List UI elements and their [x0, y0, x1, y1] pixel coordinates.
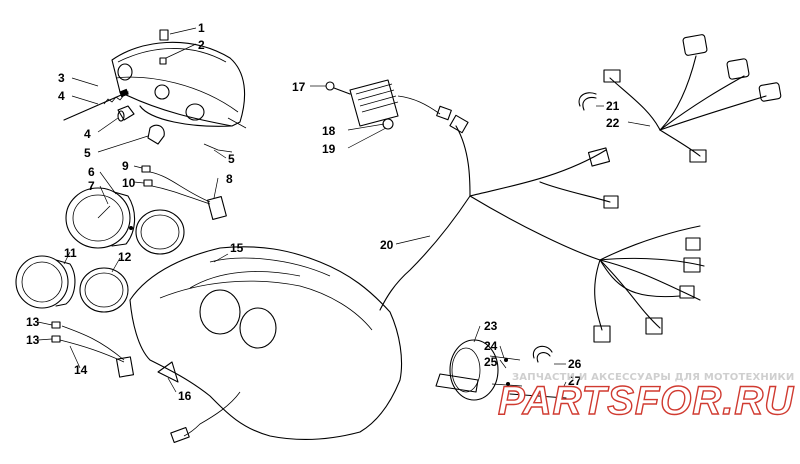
callout-26: 15 — [230, 241, 244, 255]
instrument-dash-panel — [129, 246, 403, 441]
gauge-wiring-harness-upper — [141, 165, 227, 221]
watermark-tagline: ЗАПЧАСТИ И АКСЕССУАРЫ ДЛЯ МОТОТЕХНИКИ — [512, 372, 795, 383]
callout-6: 11 — [64, 246, 77, 260]
callout-16: 17 — [292, 80, 306, 94]
callout-13b: 26 — [568, 357, 582, 371]
harness-clip-upper — [578, 92, 597, 111]
watermark-logo: PARTSFOR.RU — [498, 379, 794, 423]
headlight-wire — [203, 143, 233, 153]
speedometer-gauge — [65, 187, 136, 249]
callout-5b: 13 — [26, 315, 40, 329]
callout-7: 14 — [74, 363, 88, 377]
socket — [147, 124, 165, 145]
callout-27: 16 — [178, 389, 192, 403]
callout-23: 3 — [58, 71, 65, 85]
callout-1: 6 — [88, 165, 95, 179]
callout-15: 22 — [606, 116, 620, 130]
callout-14: 20 — [380, 238, 394, 252]
callout-18: 19 — [322, 142, 336, 156]
main-wiring-harness — [379, 114, 705, 343]
callout-25: 5 — [228, 152, 235, 166]
callout-22: 4 — [84, 127, 91, 141]
adjuster-screw — [63, 88, 129, 121]
callout-8: 12 — [118, 250, 132, 264]
tachometer-gauge — [15, 255, 76, 309]
callout-12: 27 — [568, 374, 582, 388]
voltage-regulator — [325, 79, 452, 130]
callout-labels: 1 2 3 4 4 5 5 6 7 8 9 10 11 12 13 13 14 … — [26, 21, 620, 403]
headlight-harness — [603, 34, 782, 163]
callout-21: 5 — [84, 146, 91, 160]
headlight-assembly — [111, 29, 247, 129]
gauge-ring-8 — [79, 267, 129, 313]
callout-24: 4 — [58, 89, 65, 103]
watermark: ЗАПЧАСТИ И АКСЕССУАРЫ ДЛЯ МОТОТЕХНИКИ PA… — [497, 372, 795, 424]
callout-17: 18 — [322, 124, 336, 138]
callout-13a: 21 — [606, 99, 620, 113]
taillight-assembly — [435, 339, 567, 401]
callout-5a: 9 — [122, 159, 129, 173]
callout-4b: 13 — [26, 333, 40, 347]
callout-20: 2 — [198, 38, 205, 52]
bulb — [117, 105, 135, 122]
callout-4a: 10 — [122, 176, 136, 190]
leader-lines — [37, 27, 651, 395]
callout-10: 25 — [484, 355, 498, 369]
gauge-wiring-harness-lower — [51, 321, 135, 378]
callout-11: 24 — [484, 339, 498, 353]
harness-clip-lower — [532, 345, 553, 363]
callout-9: 23 — [484, 319, 498, 333]
callout-2: 7 — [88, 179, 95, 193]
gauge-ring-upper — [135, 209, 185, 255]
callout-3: 8 — [226, 172, 233, 186]
dash-wire — [170, 391, 241, 443]
callout-19: 1 — [198, 21, 205, 35]
